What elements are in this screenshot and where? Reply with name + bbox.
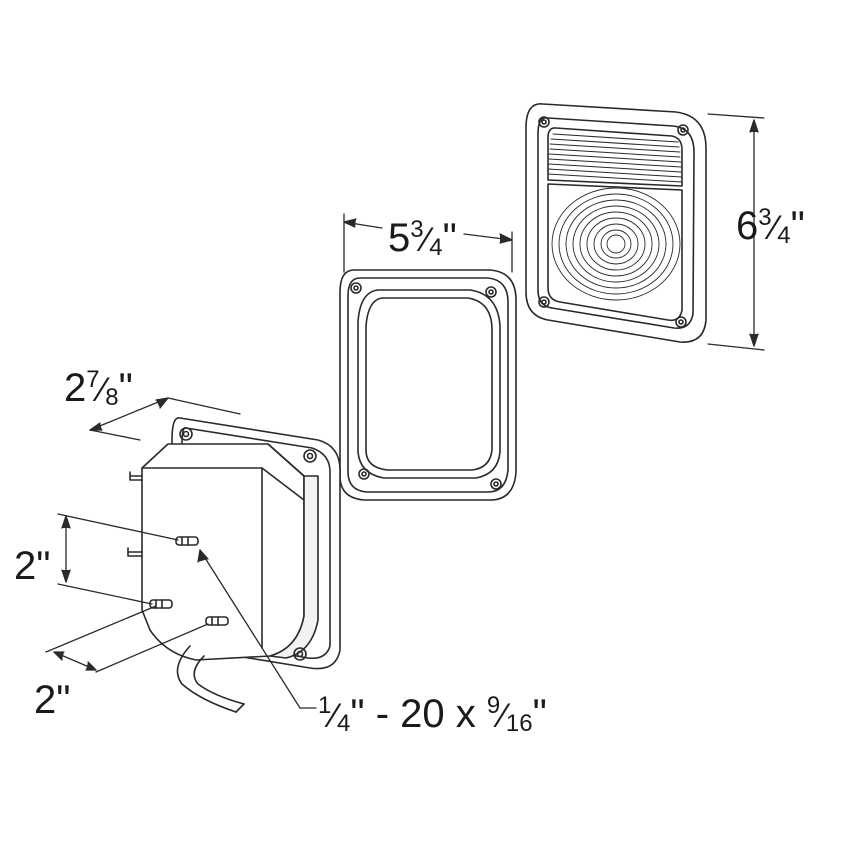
fraction-slash: ⁄ xyxy=(99,371,106,409)
lens-assembly xyxy=(525,103,707,343)
lens-inner-frame xyxy=(537,117,695,330)
housing xyxy=(127,417,341,713)
housing-holes xyxy=(179,427,317,661)
housing-box-front xyxy=(141,443,305,661)
lens-reflector-strip xyxy=(547,127,683,187)
dim-stud-horizontal: 2" xyxy=(34,678,71,722)
dim-gasket-width: 53⁄4" xyxy=(388,216,457,261)
fraction-slash: ⁄ xyxy=(500,697,506,735)
gasket-outer-2 xyxy=(347,277,509,493)
stud-1 xyxy=(175,536,199,546)
gasket-holes xyxy=(350,282,502,490)
lens-screw-holes xyxy=(538,116,689,328)
gasket-outer xyxy=(339,269,517,501)
housing-flange-inner xyxy=(181,427,331,660)
gasket-inner-2 xyxy=(365,297,493,471)
dim-housing-depth: 27⁄8" xyxy=(64,366,133,411)
wire-cable xyxy=(176,645,245,713)
dimension-lines xyxy=(45,113,765,709)
gasket-inner xyxy=(357,289,501,479)
dim-lens-height: 63⁄4" xyxy=(736,204,805,249)
reflector-ridges xyxy=(547,133,683,183)
fraction-slash: ⁄ xyxy=(771,209,778,247)
gasket xyxy=(339,269,517,501)
fraction-slash: ⁄ xyxy=(423,221,430,259)
fraction-slash: ⁄ xyxy=(331,697,338,735)
lens-main-panel xyxy=(547,183,683,322)
dim-stud-spec: 1⁄4" - 20 x 9⁄16" xyxy=(318,692,547,737)
dim-stud-vertical: 2" xyxy=(14,544,51,588)
housing-box-side xyxy=(267,443,319,659)
fresnel-rings xyxy=(551,187,681,301)
stud-3 xyxy=(205,616,229,626)
